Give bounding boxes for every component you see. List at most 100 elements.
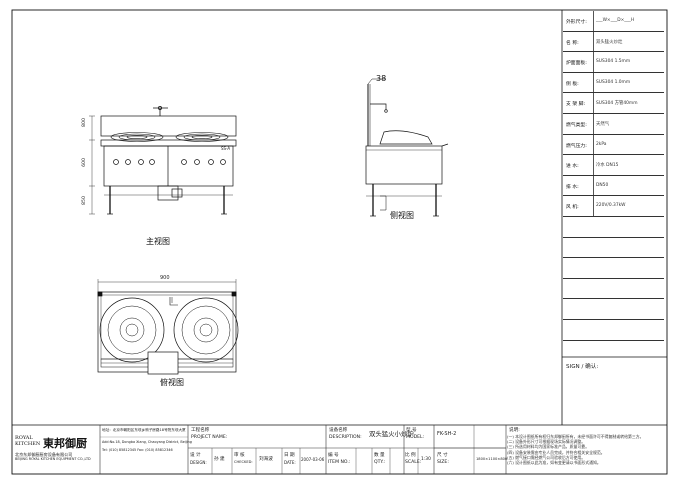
note-line: (五) 燃气接口需经燃气公司验收后方可使用。 [507,454,586,460]
side-view [365,78,449,217]
qty-label-en: QTY.: [374,460,386,465]
front-tag: SS-A [221,146,231,151]
date-label-en: DATE: [284,460,296,465]
spec-key: 支 架 脚: [566,102,586,108]
front-dim-top: 800 [81,118,87,127]
logo-royal-kitchen: ROYAL KITCHEN [15,435,40,447]
spec-divider [593,93,594,113]
note-line: (二) 设备外形尺寸可根据现场实际情况调整。 [507,439,586,445]
spec-key: 风 机: [566,205,579,211]
spec-row-empty [563,299,664,320]
spec-value: 2kPa [596,141,607,147]
front-wok-ring-left [110,132,164,142]
model-value: FK-SH-2 [437,431,457,437]
spec-row: 进 水:冷水 DN15 [563,155,664,176]
front-dim-mid: 600 [81,158,87,167]
spec-divider [593,11,594,31]
notes-title: 说明: [509,428,520,433]
spec-key: 燃气压力: [566,143,587,149]
side-callout: 38 [376,74,387,83]
date-value: 2007-03-06 [301,457,325,462]
spec-row-empty [563,238,664,259]
spec-divider [593,72,594,93]
top-burner-left [99,297,165,363]
design-by: 孙 建 [214,457,225,462]
note-line: (三) 所选用材料均为国家标准产品，质量可靠。 [507,444,590,450]
note-line: (六) 设计图纸以此为准，如有变更请以书面形式通知。 [507,460,601,466]
size-value: 1800×1100×800 [476,457,508,461]
spec-value: ___W×___D×___H [596,18,635,23]
spec-row: 风 机:220V/0.37kW [563,196,664,217]
size-label-en: SIZE: [437,460,449,465]
description-value: 双头猛火小炒炉 [369,430,414,438]
spec-divider [593,114,594,134]
front-view-label: 主视图 [146,237,170,246]
checked-label-cn: 审 核 [234,453,245,458]
side-wok [379,130,433,145]
front-knob-6 [194,159,200,165]
sign-label: SIGN / 确认: [566,364,599,370]
spec-value: 双头猛火炒灶 [596,39,623,45]
front-cabinet [103,145,234,187]
spec-value: 天然气 [596,122,610,127]
scale-label-cn: 比 例 [405,453,416,458]
spec-key: 侧 板: [566,81,579,87]
size-label-cn: 尺 寸 [437,453,448,458]
front-backsplash [100,115,237,137]
checked-label-en: CHECKED: [234,460,253,464]
scale-value: 1:30 [421,457,431,462]
spec-row-empty [563,258,664,279]
spec-row: 外形尺寸: ___W×___D×___H [563,11,664,32]
project-label-cn: 工程名称 [191,428,210,433]
model-label-en: MODEL: [406,435,425,440]
spec-value: 冷水 DN15 [596,163,619,169]
front-blower [157,185,179,201]
note-line: (四) 设备安装需由专业人员完成，并符合相关安全规范。 [507,449,605,455]
spec-divider [593,134,594,155]
date-label-cn: 日 期 [284,453,295,458]
front-view [89,106,237,215]
spec-row-empty [563,279,664,300]
description-label-en: DESCRIPTION: [329,435,362,440]
item-label-en: ITEM NO.: [328,460,351,465]
side-cabinet [365,145,443,185]
spec-value: DN50 [596,182,609,188]
spec-row: 燃气压力: 2kPa [563,134,664,156]
spec-divider [593,175,594,196]
spec-row: 排 水:DN50 [563,175,664,197]
address-line-2: Add:No.18, Dongba Xiang, Chaoyang Distri… [102,440,192,444]
top-drip-tray [147,351,179,375]
spec-row: 炉面面板:SUS304 1.5mm [563,52,664,73]
front-knob-7 [208,159,214,165]
spec-row-empty [563,217,664,238]
spec-row-empty [563,320,664,341]
logo-royal: ROYAL [15,435,33,441]
top-view-label: 俯视图 [160,378,184,387]
spec-key: 炉面面板: [566,61,587,67]
spec-row: 燃气类型:天然气 [563,114,664,135]
front-knob-5 [181,159,187,165]
design-label-en: DESIGN: [190,460,207,465]
logo-kitchen: KITCHEN [15,441,41,447]
spec-divider [593,52,594,72]
address-line-1: 地址：北京市朝阳区东坝乡驹子房路18号院东坝大厦 [102,428,186,432]
front-knob-8 [220,159,226,165]
front-knob-3 [138,159,144,165]
scale-label-en: SCALE: [405,460,422,465]
qty-label-cn: 数 量 [374,453,385,458]
top-width-dim: 900 [160,275,170,281]
address-line-3: Tel: (010) 85812345 Fax: (010) 85812346 [102,448,173,452]
project-label-en: PROJECT NAME: [191,435,228,440]
front-wok-ring-right [175,132,229,142]
spec-divider [593,31,594,52]
top-view [97,279,239,375]
model-label-cn: 型 号 [406,428,417,433]
spec-row: 侧 板:SUS304 1.0mm [563,72,664,94]
spec-key: 外形尺寸: [566,20,587,25]
front-dim-bottom: 850 [81,196,87,205]
description-label-cn: 设备名称 [329,428,348,433]
spec-divider [593,196,594,216]
sheet-border [11,9,668,475]
spec-value: SUS304 方管40mm [596,101,638,107]
